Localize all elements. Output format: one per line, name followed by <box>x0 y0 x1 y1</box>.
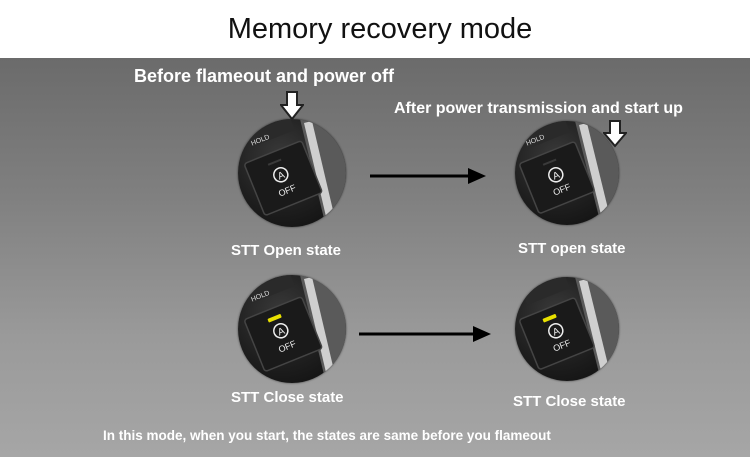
auto-stop-symbol: A <box>551 326 562 339</box>
header-bar: Memory recovery mode <box>0 0 750 58</box>
footnote-text: In this mode, when you start, the states… <box>103 428 551 443</box>
after-label: After power transmission and start up <box>394 100 683 117</box>
auto-stop-symbol: A <box>276 170 287 183</box>
stt-button-close-before: HOLD A OFF <box>238 275 346 383</box>
auto-stop-symbol: A <box>551 170 562 183</box>
state-label-close-before: STT Close state <box>231 389 344 406</box>
state-label-open-after: STT open state <box>518 240 626 257</box>
stt-button-open-after: HOLD A OFF <box>515 121 619 225</box>
stt-button-close-after: A OFF <box>515 277 619 381</box>
right-arrow-icon <box>370 168 486 184</box>
indicator-light <box>267 314 282 323</box>
state-label-close-after: STT Close state <box>513 393 626 410</box>
before-label: Before flameout and power off <box>134 66 395 86</box>
stt-button-open-before: HOLD A OFF <box>238 119 346 227</box>
auto-stop-symbol: A <box>276 326 287 339</box>
state-label-open-before: STT Open state <box>231 242 342 259</box>
page-title: Memory recovery mode <box>227 12 533 45</box>
indicator-light <box>542 314 557 323</box>
right-arrow-icon <box>359 326 491 342</box>
diagram-panel <box>0 58 750 457</box>
down-arrow-icon <box>280 91 304 121</box>
